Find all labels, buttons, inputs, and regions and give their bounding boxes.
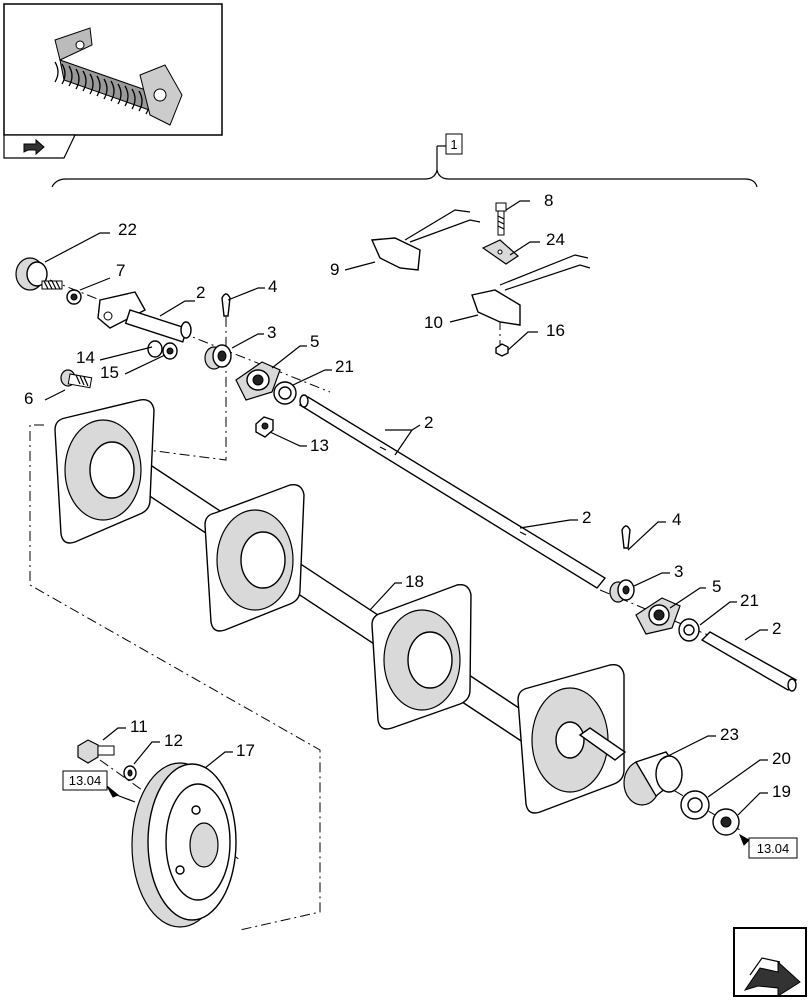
- part-2-bracket-upper: [97, 291, 192, 343]
- callout-2-upper: 2: [196, 283, 205, 302]
- callout-leaders: [44, 200, 768, 816]
- callout-17: 17: [236, 741, 255, 760]
- part-13-nut: [255, 416, 274, 438]
- part-20-washer: [680, 790, 710, 820]
- part-8-screw: [495, 202, 507, 236]
- callout-15: 15: [100, 363, 119, 382]
- part-5-bearing-upper: [235, 361, 281, 401]
- callout-5-upper: 5: [310, 332, 319, 351]
- part-19-washer: [712, 808, 740, 836]
- part-3-bushing-lower: [609, 579, 635, 603]
- callout-20: 20: [772, 749, 791, 768]
- part-22-knob-bolt: [15, 257, 63, 291]
- part-21-ring-lower: [678, 618, 700, 642]
- callout-9: 9: [330, 260, 339, 279]
- part-17-pulley: [131, 762, 237, 928]
- callout-3-upper: 3: [267, 323, 276, 342]
- callout-21-lower: 21: [740, 591, 759, 610]
- callout-12: 12: [164, 731, 183, 750]
- callout-2-mid: 2: [424, 413, 433, 432]
- callout-7: 7: [116, 261, 125, 280]
- navigate-next-icon[interactable]: [733, 927, 807, 997]
- part-9-u-bracket: [370, 209, 481, 271]
- part-23-roller: [623, 751, 683, 806]
- part-18-shaft-with-flanges: [54, 399, 627, 814]
- callout-23: 23: [720, 725, 739, 744]
- part-12-washer: [123, 765, 137, 781]
- callout-19: 19: [772, 782, 791, 801]
- part-10-u-bracket: [471, 254, 591, 326]
- callout-2-shaft: 2: [582, 508, 591, 527]
- part-3-bushing-upper: [204, 344, 232, 370]
- header-machine-thumbnail-icon: [54, 27, 183, 126]
- ref-box-left[interactable]: 13.04: [62, 770, 136, 803]
- part-11-bolt: [77, 739, 115, 764]
- callout-24: 24: [546, 230, 565, 249]
- part-4-cotter-pin-upper: [221, 293, 231, 317]
- callout-18: 18: [405, 572, 424, 591]
- callout-8: 8: [544, 191, 553, 210]
- part-21-ring-upper: [273, 381, 297, 405]
- callout-13: 13: [310, 436, 329, 455]
- callout-4-upper: 4: [268, 277, 277, 296]
- part-14-15-washers: [147, 340, 178, 360]
- callout-16: 16: [546, 321, 565, 340]
- part-7-washer: [66, 289, 82, 305]
- callout-4-lower: 4: [672, 510, 681, 529]
- callout-labels: 22 7 2 4 3 5 21 13 14 15 6 9 8 24 10 16 …: [24, 191, 791, 801]
- callout-11: 11: [130, 717, 148, 736]
- callout-2-short: 2: [772, 619, 781, 638]
- navigate-back-icon[interactable]: [23, 138, 45, 156]
- group-label: 1: [450, 137, 457, 152]
- ref-box-right-label: 13.04: [757, 841, 790, 856]
- part-6-bolt: [60, 369, 93, 389]
- callout-14: 14: [76, 348, 95, 367]
- part-16-nut: [495, 343, 509, 357]
- part-2-long-shaft: [298, 394, 607, 589]
- part-2-short-shaft: [700, 631, 798, 692]
- part-5-bearing-lower: [635, 597, 681, 635]
- callout-21-upper: 21: [335, 357, 354, 376]
- callout-3-lower: 3: [674, 562, 683, 581]
- ref-box-left-label: 13.04: [69, 773, 102, 788]
- callout-10: 10: [424, 313, 443, 332]
- callout-5-lower: 5: [712, 577, 721, 596]
- thumbnail-inset: [3, 3, 223, 159]
- ref-box-right[interactable]: 13.04: [739, 833, 798, 859]
- callout-22: 22: [118, 220, 137, 239]
- assembly-group-bracket: 1: [51, 133, 758, 188]
- callout-6: 6: [24, 389, 33, 408]
- part-4-cotter-pin-lower: [621, 525, 631, 549]
- part-24-clip: [481, 239, 519, 265]
